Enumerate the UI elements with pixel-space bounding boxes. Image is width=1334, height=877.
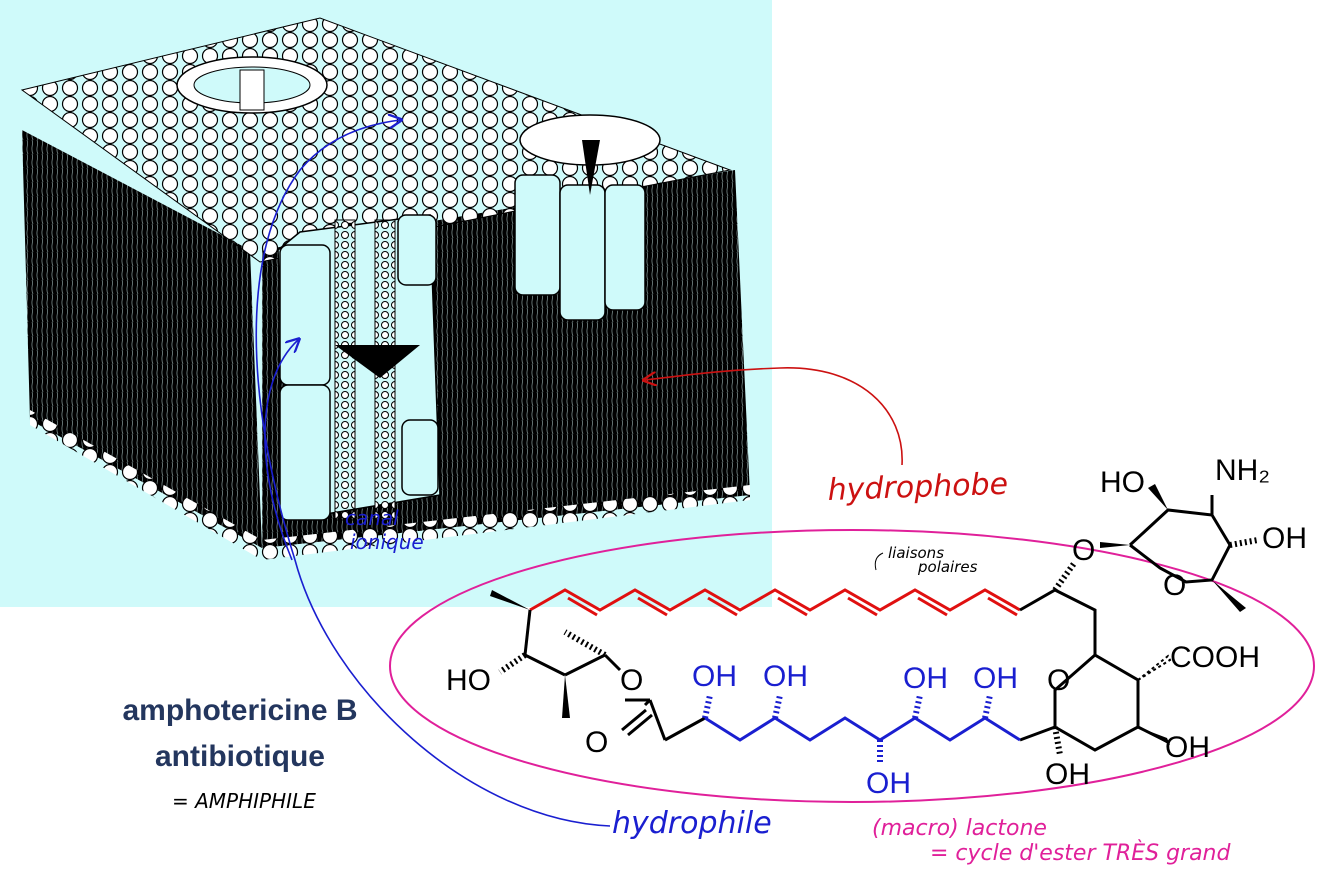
pore-right: [514, 114, 661, 321]
hydrophile-arrow-channel: [264, 340, 298, 561]
atom-oh-4: OH: [903, 662, 948, 695]
figure-subtitle: antibiotique: [155, 740, 325, 773]
pore-top: [176, 56, 328, 114]
hydrophobe-arrow: [645, 367, 903, 466]
wedge-methyl-bottom: [562, 675, 570, 718]
hash-sugar-oh: [1229, 537, 1259, 548]
ion-channel: [277, 214, 441, 521]
atom-oh-sugar: OH: [1262, 522, 1307, 555]
wedge-sugar-methyl: [1212, 580, 1246, 612]
hash-hemi-oh: [1052, 726, 1063, 756]
atom-ho-left: HO: [446, 664, 491, 697]
amphiphile-note: = AMPHIPHILE: [172, 789, 316, 813]
membrane-bottom-heads: [30, 410, 750, 560]
liaisons-label-line1: liaisons: [888, 544, 944, 562]
atom-oh-1: OH: [692, 660, 737, 693]
atom-oh-3: OH: [866, 767, 911, 800]
polyol-chain: [702, 694, 1021, 765]
atom-o-ring-mac: O: [1047, 664, 1070, 697]
atom-ho-sugar: HO: [1100, 466, 1145, 499]
atom-oh-5: OH: [973, 662, 1018, 695]
liaisons-label-line2: polaires: [917, 558, 978, 576]
lactone-label-line1: (macro) lactone: [872, 816, 1047, 841]
atom-oh-2: OH: [763, 660, 808, 693]
wedge-cooh: [1137, 654, 1172, 681]
molecule-structure: [490, 484, 1259, 765]
hydrophile-arrow-top: [255, 120, 611, 827]
atom-o-ring-sugar: O: [1163, 569, 1186, 602]
atom-cooh: COOH: [1170, 641, 1260, 674]
lactone-label-line2: = cycle d'ester TRÈS grand: [930, 840, 1232, 866]
hash-glyco: [1052, 560, 1078, 592]
polyene-chain: [529, 588, 1021, 617]
wedge-methyl-top: [490, 590, 530, 610]
hydrophobe-label: hydrophobe: [827, 467, 1009, 508]
atom-o-ester: O: [620, 664, 643, 697]
black-skeleton: [523, 495, 1232, 752]
hash-ho-left: [498, 652, 527, 675]
figure-title: amphotericine B: [122, 694, 358, 727]
atom-o-carbonyl: O: [585, 726, 608, 759]
membrane-illustration: [0, 0, 772, 607]
wedge-oh-ring: [1138, 727, 1170, 745]
hash-methyl-dashed: [563, 629, 607, 658]
atom-nh2: NH₂: [1215, 454, 1270, 487]
atom-oh-hemi: OH: [1045, 758, 1090, 791]
lactone-ellipse: [389, 529, 1315, 803]
liaisons-arrow: [874, 552, 884, 571]
atom-oh-mac-ring: OH: [1165, 731, 1210, 764]
canal-label-line2: ionique: [350, 530, 424, 554]
wedge-glyco: [1100, 542, 1130, 548]
wedge-oh-sugar: [1148, 484, 1168, 510]
hydrophile-label: hydrophile: [612, 806, 772, 841]
atom-o-glyco: O: [1072, 534, 1095, 567]
canal-label-line1: canal: [345, 506, 399, 530]
